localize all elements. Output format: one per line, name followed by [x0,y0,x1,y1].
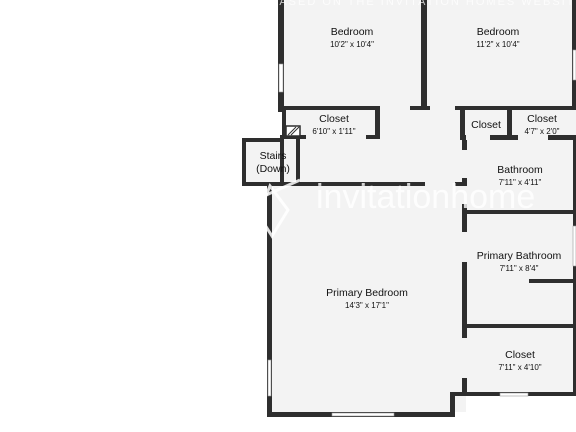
watermark-top-text: BASED ON THE INVITATION HOMES WEBSITE [270,0,576,8]
door-closet-2 [466,135,490,140]
room-name: Bathroom [497,164,543,176]
bedroom-2-floor [427,0,576,108]
room-name: Closet [505,349,535,361]
door-closet-4 [462,338,467,378]
room-name: Closet [471,119,501,131]
window-closet-4-bottom [499,392,529,397]
room-name: Closet [319,113,349,125]
room-label-bedroom-1: Bedroom 10'2" x 10'4" [330,27,374,49]
utility-box [285,125,301,137]
windows [267,49,576,417]
stairs-floor [245,141,300,184]
closets-right-floor [463,108,576,138]
room-floors [245,0,576,412]
door-bathroom [462,150,467,178]
room-dims: 14'3" x 17'1" [345,300,389,310]
room-label-bedroom-2: Bedroom 11'2" x 10'4" [476,27,519,49]
bedroom-1-floor [282,0,423,108]
room-name: Closet [527,113,557,125]
watermark-brand: invitationhome [316,178,536,216]
room-label-stairs: Stairs (Down) [256,150,290,175]
room-dims: 10'2" x 10'4" [330,39,374,49]
room-dims: 6'10" x 1'11" [312,126,356,136]
door-bedroom-1 [380,106,410,110]
door-primary-bath [462,232,467,262]
room-label-closet-3: Closet 4'7" x 2'0" [525,114,560,136]
bathroom-floor [466,140,576,212]
primary-bedroom-floor [272,186,466,412]
window-bedroom-1-left [278,63,284,93]
room-label-primary-bedroom: Primary Bedroom 14'3" x 17'1" [326,288,408,310]
room-label-closet-2: Closet [471,120,501,131]
primary-bathroom-floor [467,214,576,326]
room-dims: 7'11" x 8'4" [499,263,539,273]
room-name: Primary Bedroom [326,287,408,299]
room-dims: 7'11" x 4'11" [498,177,542,187]
window-primary-left [267,359,272,397]
closet-4-floor [467,328,576,395]
hallway-floor [282,108,463,184]
doors [306,106,548,378]
room-name: Primary Bathroom [476,250,562,262]
room-dims: 4'7" x 2'0" [524,126,560,136]
window-bedroom-2-right [572,49,576,81]
room-label-primary-bathroom: Primary Bathroom 7'11" x 8'4" [477,251,562,273]
room-label-closet-1: Closet 6'10" x 1'11" [312,114,355,136]
room-dims: 7'11" x 4'10" [498,362,542,372]
watermark-logo-icon [256,178,301,239]
window-primary-bath-right [572,225,576,267]
room-label-bathroom: Bathroom 7'11" x 4'11" [497,165,543,187]
room-name: Bedroom [476,26,520,38]
door-closet-1 [306,135,366,139]
door-primary [425,182,455,186]
room-label-closet-4: Closet 7'11" x 4'10" [498,350,541,372]
door-bedroom-2 [430,106,455,110]
window-primary-bottom [331,412,395,417]
room-name: Stairs (Down) [256,150,290,175]
door-closet-3 [518,135,548,140]
room-dims: 11'2" x 10'4" [476,39,520,49]
room-name: Bedroom [330,26,374,38]
